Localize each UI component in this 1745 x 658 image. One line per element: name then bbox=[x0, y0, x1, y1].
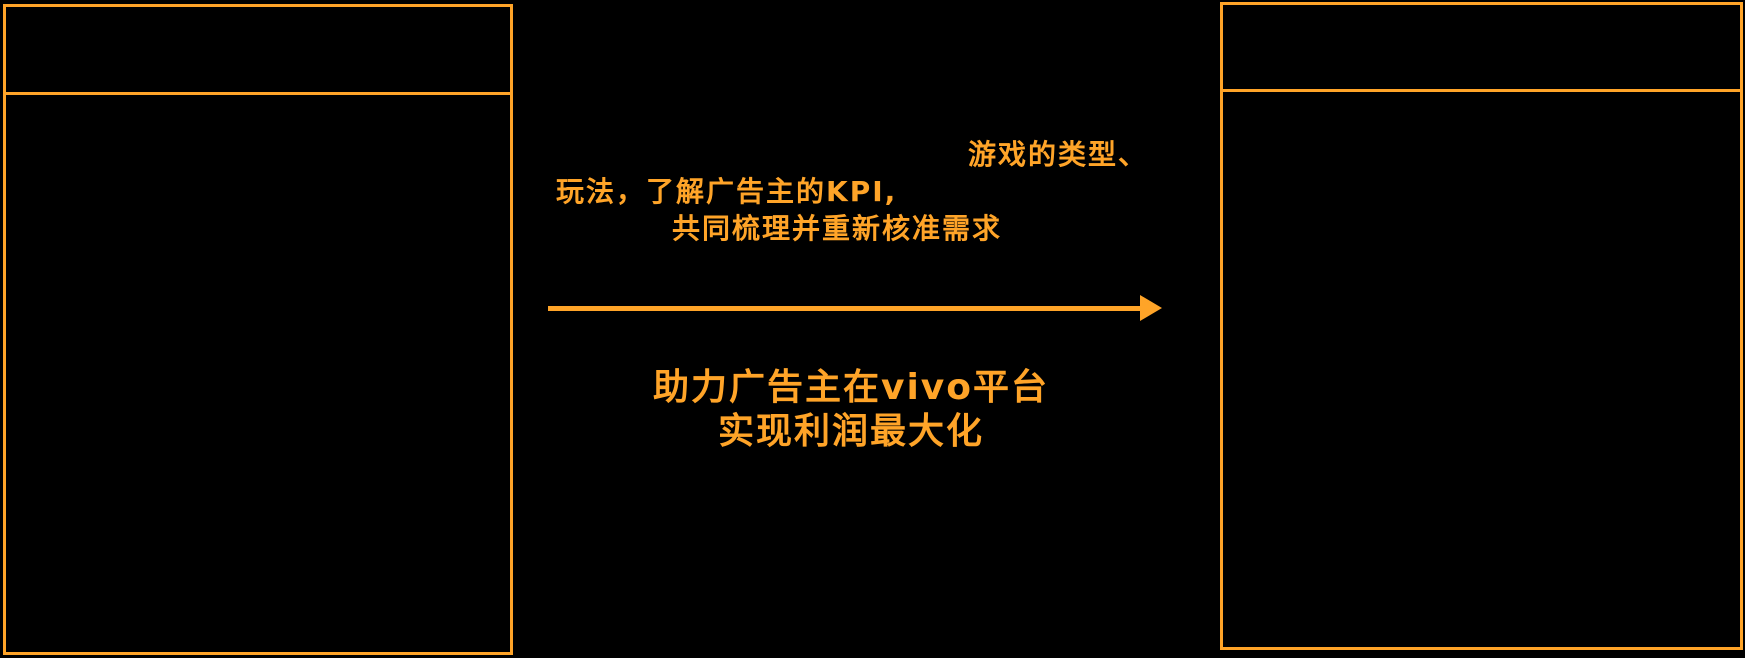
right-card bbox=[1220, 2, 1743, 650]
headline-line-2: 实现利润最大化 bbox=[717, 411, 984, 452]
description-line-3: 共同梳理并重新核准需求 bbox=[672, 212, 1003, 245]
left-card-header bbox=[6, 7, 510, 95]
description-line-2: 玩法，了解广告主的KPI, bbox=[556, 175, 898, 208]
arrow-head bbox=[1140, 295, 1162, 321]
headline: 助力广告主在vivo平台 实现利润最大化 bbox=[500, 366, 1202, 454]
arrow-shaft bbox=[548, 306, 1144, 311]
description-line-1: 游戏的类型、 bbox=[968, 138, 1149, 171]
left-card bbox=[3, 4, 513, 655]
right-card-header bbox=[1223, 5, 1740, 92]
headline-line-1: 助力广告主在vivo平台 bbox=[652, 367, 1049, 408]
right-arrow-icon bbox=[548, 295, 1164, 321]
